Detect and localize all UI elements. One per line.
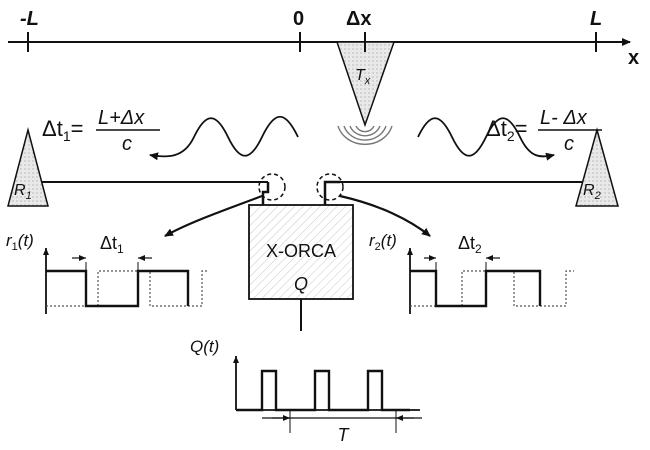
sound-wave-icon <box>337 125 393 146</box>
svg-text:Δt1=: Δt1= <box>42 116 83 144</box>
signal-r2-dotted <box>410 270 574 307</box>
signal-r2: r2(t) Δt2 <box>369 231 574 314</box>
zoom-circle-2 <box>316 173 344 201</box>
arrow-to-r2-signal <box>339 194 431 237</box>
wave-to-r2 <box>417 117 555 161</box>
wave-to-r1 <box>149 116 299 161</box>
label-delta-x: Δx <box>346 8 372 30</box>
input-wire-1 <box>261 182 270 205</box>
receiver-r1-label: R1 <box>14 182 32 202</box>
arrow-to-r1-signal <box>164 194 263 237</box>
delay-equation-1: Δt1= L+Δx c <box>42 107 160 155</box>
receiver-r2-triangle <box>575 127 619 207</box>
delay1-denominator: c <box>122 133 132 155</box>
signal-q-pulses <box>236 369 410 412</box>
label-neg-l: -L <box>20 8 39 30</box>
receiver-r1: R1 <box>7 127 49 207</box>
signal-q-label: Q(t) <box>190 337 219 356</box>
svg-text:Δt2=: Δt2= <box>486 116 527 144</box>
signal-r1-label: r1(t) <box>6 231 34 253</box>
signal-r1: r1(t) Δt1 <box>6 231 208 314</box>
xorca-output-label: Q <box>294 274 308 294</box>
delay1-numerator: L+Δx <box>98 107 145 129</box>
processor: X-ORCA Q <box>164 173 431 331</box>
receiver-r2: R2 <box>575 127 619 207</box>
label-pos-l: L <box>590 8 602 30</box>
signal-r2-wave <box>410 269 542 308</box>
input-wire-2 <box>323 180 340 205</box>
delay2-numerator: L- Δx <box>540 107 588 129</box>
label-zero: 0 <box>293 8 304 30</box>
signal-r1-wave <box>46 269 190 308</box>
delay2-denominator: c <box>564 133 574 155</box>
signal-q-period-label: T <box>338 425 351 445</box>
signal-r2-delay-label: Δt2 <box>458 233 482 256</box>
delay-equation-2: Δt2= L- Δx c <box>486 107 602 155</box>
zoom-circle-1 <box>258 173 286 201</box>
x-axis: -L 0 Δx L x <box>8 8 639 69</box>
receiver-r1-triangle <box>7 127 49 207</box>
xorca-box <box>248 204 354 300</box>
xorca-label: X-ORCA <box>266 241 336 261</box>
axis-name-x: x <box>628 47 639 69</box>
signal-r2-label: r2(t) <box>369 231 397 253</box>
transmitter-label: Tx <box>355 67 371 87</box>
signal-r1-dotted <box>46 270 208 307</box>
signal-q: Q(t) T <box>190 337 422 445</box>
receiver-r2-label: R2 <box>583 182 601 202</box>
transmitter: Tx <box>335 32 396 146</box>
signal-r1-delay-label: Δt1 <box>100 233 124 256</box>
